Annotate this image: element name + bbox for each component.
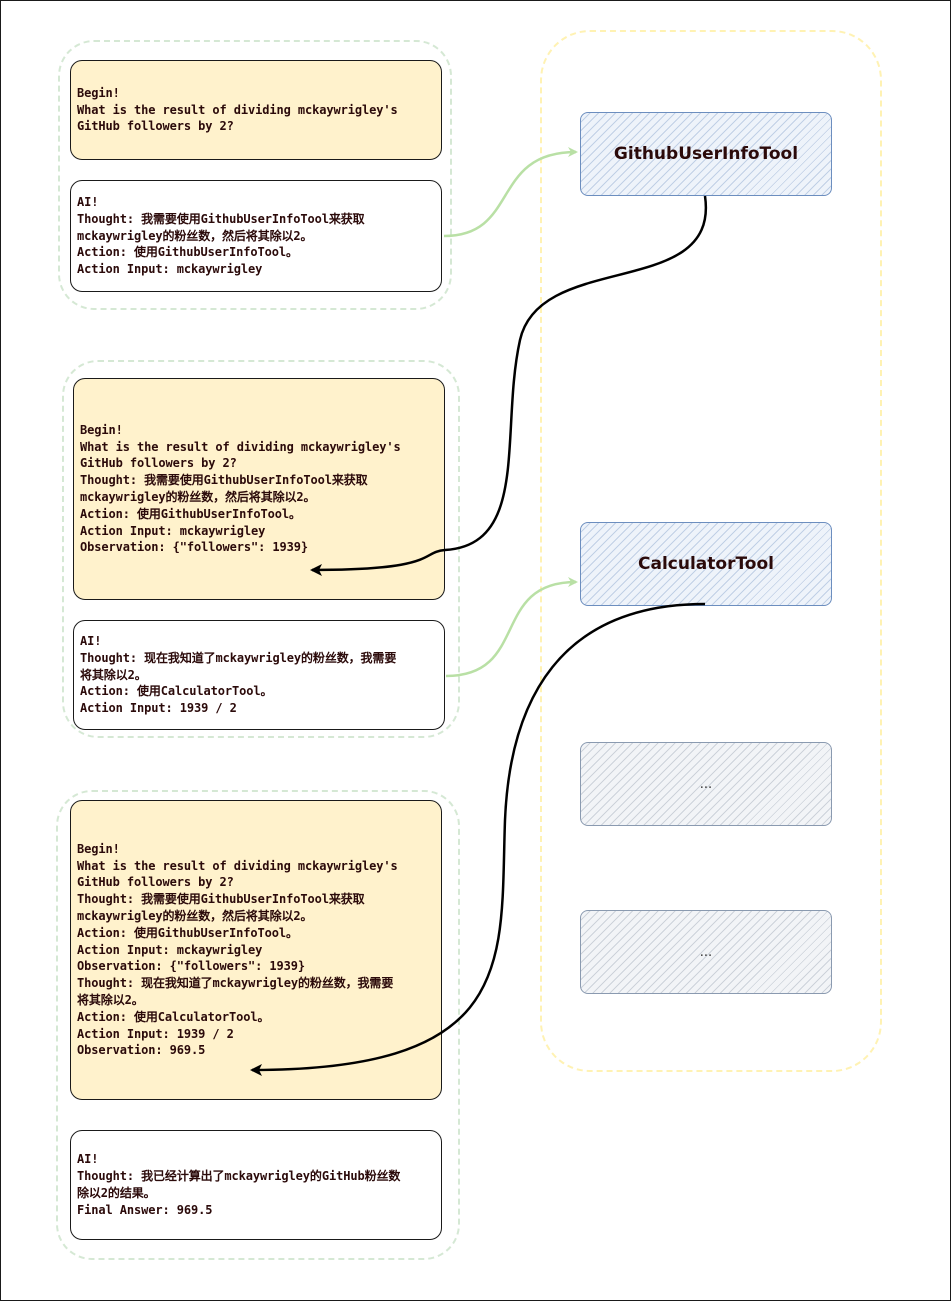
text-line: What is the result of dividing mckaywrig… — [80, 439, 401, 454]
tools-group — [540, 30, 882, 1072]
prompt-box-3: Begin! What is the result of dividing mck… — [70, 800, 442, 1100]
text-line: Begin! — [80, 422, 123, 437]
text-line: GitHub followers by 2? — [77, 875, 234, 890]
text-line: Action Input: mckaywrigley — [77, 942, 263, 957]
text-line: AI! — [77, 195, 99, 209]
prompt-box-1: Begin! What is the result of dividing mck… — [70, 60, 442, 160]
text-line: Action: 使用GithubUserInfoTool。 — [77, 245, 298, 260]
text-line: Begin! — [77, 85, 120, 100]
round-3-group — [56, 790, 460, 1260]
tool-label: ... — [699, 776, 713, 792]
black-arrow-calculator-observation — [250, 602, 706, 1076]
text-line: Action Input: 1939 / 2 — [80, 701, 237, 716]
text-line: What is the result of dividing mckaywrig… — [77, 858, 398, 873]
ai-response-box-2: AI! Thought: 现在我知道了mckaywrigley的粉丝数，我需要将其… — [73, 620, 445, 730]
text-line: What is the result of dividing mckaywrig… — [77, 102, 398, 117]
text-line: Thought: 现在我知道了mckaywrigley的粉丝数，我需要 — [80, 650, 397, 665]
text-line: mckaywrigley的粉丝数，然后将其除以2。 — [77, 909, 313, 923]
tool-label: ... — [699, 944, 713, 960]
prompt-box-2: Begin! What is the result of dividing mck… — [73, 378, 445, 600]
calculator-tool: CalculatorTool — [580, 522, 832, 606]
text-line: Observation: 969.5 — [77, 1043, 206, 1058]
text-line: GitHub followers by 2? — [77, 119, 234, 134]
text-line: Thought: 我需要使用GithubUserInfoTool来获取 — [77, 892, 365, 907]
text-line: 将其除以2。 — [80, 667, 147, 682]
text-line: mckaywrigley的粉丝数，然后将其除以2。 — [80, 490, 316, 504]
text-line: GitHub followers by 2? — [80, 456, 237, 471]
text-line: Action: 使用GithubUserInfoTool。 — [80, 506, 301, 521]
text-line: AI! — [77, 1152, 99, 1167]
text-line: mckaywrigley的粉丝数，然后将其除以2。 — [77, 228, 313, 243]
black-arrow-github-observation — [310, 195, 708, 576]
round-1-group — [58, 40, 452, 310]
text-line: Action Input: mckaywrigley — [77, 262, 263, 277]
green-arrow-to-calculator-tool — [445, 577, 578, 678]
ai-response-box-1: AI! Thought: 我需要使用GithubUserInfoTool来获取 mc… — [70, 180, 442, 292]
green-arrow-to-github-tool — [443, 147, 578, 238]
text-line: Action Input: 1939 / 2 — [77, 1026, 234, 1041]
text-line: Begin! — [77, 841, 120, 856]
text-line: Action: 使用CalculatorTool。 — [77, 1009, 270, 1024]
tool-label: GithubUserInfoTool — [613, 144, 799, 164]
github-user-info-tool: GithubUserInfoTool — [580, 112, 832, 196]
text-line: Thought: 我已经计算出了mckaywrigley的GitHub粉丝数 — [77, 1169, 401, 1184]
text-line: Thought: 我需要使用GithubUserInfoTool来获取 — [80, 473, 368, 488]
text-line: Action: 使用CalculatorTool。 — [80, 684, 273, 699]
text-line: Observation: {"followers": 1939} — [80, 540, 308, 555]
text-line: Observation: {"followers": 1939} — [77, 959, 305, 974]
text-line: Action Input: mckaywrigley — [80, 523, 266, 538]
placeholder-tool-2: ... — [580, 910, 832, 994]
text-line: Final Answer: 969.5 — [77, 1202, 213, 1217]
tool-label: CalculatorTool — [638, 554, 774, 574]
placeholder-tool-1: ... — [580, 742, 832, 826]
text-line: Action: 使用GithubUserInfoTool。 — [77, 925, 298, 940]
text-line: AI! — [80, 634, 102, 648]
text-line: Thought: 现在我知道了mckaywrigley的粉丝数，我需要 — [77, 976, 394, 991]
text-line: 除以2的结果。 — [77, 1186, 156, 1200]
ai-response-box-3: AI! Thought: 我已经计算出了mckaywrigley的GitHub粉丝… — [70, 1130, 442, 1240]
text-line: 将其除以2。 — [77, 992, 144, 1007]
text-line: Thought: 我需要使用GithubUserInfoTool来获取 — [77, 211, 365, 226]
